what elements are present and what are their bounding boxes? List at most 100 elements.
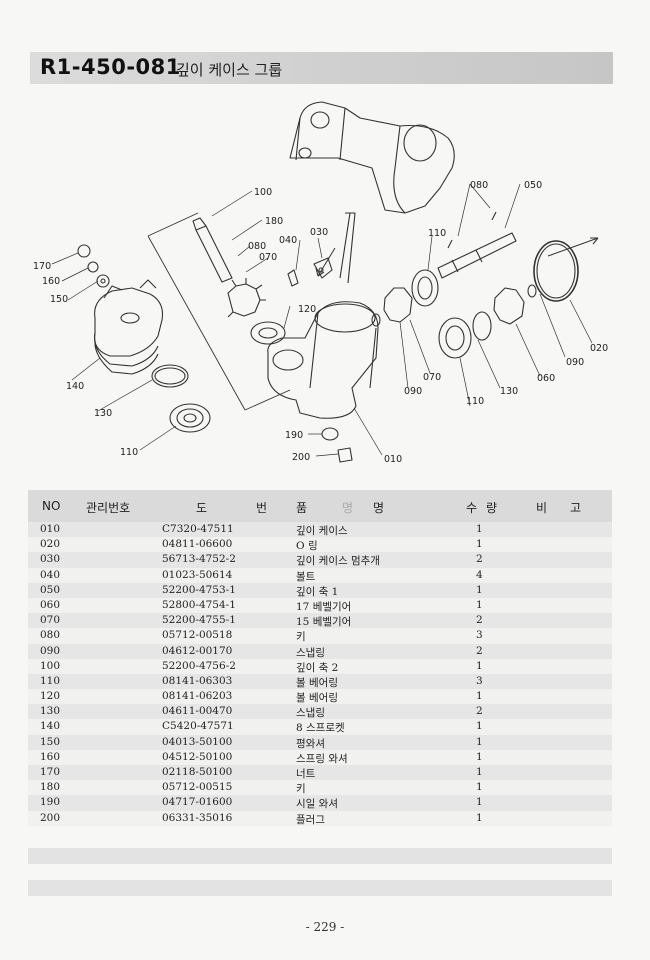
callout-label: 190 — [285, 430, 303, 441]
part-name-cell: 깊이 축 1 — [296, 585, 339, 598]
callout-label: 110 — [120, 447, 138, 458]
callout-label: 060 — [537, 373, 555, 384]
callout-label: 050 — [524, 180, 542, 191]
part-name-cell: 키 — [296, 631, 306, 644]
quantity-cell: 1 — [476, 690, 483, 703]
row-no: 170 — [40, 766, 61, 778]
part-name-cell: 볼 베어링 — [296, 692, 338, 705]
row-no: 090 — [40, 644, 61, 657]
part-name-cell: 17 베벨기어 — [296, 600, 352, 613]
quantity-cell: 2 — [476, 705, 483, 718]
callout-label: 080 — [470, 180, 488, 191]
part-name-cell: 깊이 케이스 — [296, 525, 348, 537]
part-code-cell: 05712-00518 — [162, 629, 233, 642]
row-no: 200 — [40, 811, 61, 824]
callout-label: 030 — [310, 227, 328, 238]
callout-label: 010 — [384, 454, 402, 465]
part-code-cell: C7320-47511 — [162, 523, 234, 535]
row-no: 150 — [40, 735, 61, 748]
part-name-cell: 스냅링 — [296, 646, 325, 659]
row-no: 070 — [40, 614, 61, 627]
row-no: 110 — [40, 674, 61, 687]
sprocket — [94, 287, 164, 357]
row-no: 120 — [40, 690, 61, 703]
header-go: 고 — [570, 501, 582, 515]
table-row: 060 52800-4754-1 17 베벨기어 1 — [28, 597, 612, 614]
row-no: 160 — [40, 750, 61, 763]
quantity-cell: 1 — [476, 811, 483, 824]
part-name-cell: 평와셔 — [296, 737, 325, 750]
row-no: 190 — [40, 796, 61, 809]
exploded-parts-diagram: 100 180 080 070 040 030 080 050 110 170 … — [33, 101, 608, 465]
callout-label: 180 — [265, 216, 283, 227]
part-name-cell: 볼트 — [296, 570, 316, 583]
part-name-cell: 키 — [296, 783, 306, 796]
part-name-cell: 플러그 — [296, 813, 325, 826]
header-mgmt: 관리번호 — [86, 501, 131, 515]
callout-label: 070 — [423, 372, 441, 383]
callout-label: 020 — [590, 343, 608, 354]
row-no: 100 — [40, 659, 61, 672]
part-code-cell: 06331-35016 — [162, 811, 233, 824]
header-qty-a: 수 — [466, 501, 478, 515]
callout-label: 140 — [66, 381, 84, 392]
quantity-cell: 1 — [476, 750, 483, 763]
callout-label: 160 — [42, 276, 60, 287]
row-no: 040 — [40, 568, 61, 581]
row-no: 130 — [40, 705, 61, 718]
callout-label: 100 — [254, 187, 272, 198]
part-name-cell: 볼 베어링 — [296, 676, 338, 689]
callout-label: 120 — [298, 304, 316, 315]
guide-line — [147, 212, 291, 411]
blank-row — [28, 880, 612, 896]
header-beon: 번 — [256, 501, 268, 515]
header-no: NO — [42, 499, 61, 513]
part-code-cell: 04512-50100 — [162, 750, 233, 763]
part-code-cell: 56713-4752-2 — [162, 553, 236, 566]
part-code-cell: 52200-4753-1 — [162, 583, 236, 596]
callout-label: 070 — [259, 252, 277, 263]
part-code-cell: 52800-4754-1 — [162, 598, 236, 611]
header-myeong-a: 명 — [342, 501, 354, 515]
part-name-cell: 15 베벨기어 — [296, 616, 352, 629]
part-code-cell: 08141-06203 — [162, 690, 233, 703]
quantity-cell: 1 — [476, 583, 483, 596]
part-name-cell: O 링 — [296, 540, 318, 553]
lower-housing — [267, 301, 379, 419]
part-code-cell: 52200-4755-1 — [162, 614, 236, 627]
callout-label: 170 — [33, 261, 51, 272]
quantity-cell: 1 — [476, 720, 483, 733]
part-code-cell: 04717-01600 — [162, 796, 233, 809]
row-no: 080 — [40, 629, 61, 642]
callout-label: 130 — [94, 408, 112, 419]
header-qty-b: 량 — [486, 501, 498, 515]
part-code-cell: 52200-4756-2 — [162, 659, 236, 672]
header-do: 도 — [196, 501, 208, 515]
callout-label: 110 — [466, 396, 484, 407]
callout-labels: 100 180 080 070 040 030 080 050 110 170 … — [33, 180, 608, 465]
quantity-cell: 1 — [476, 598, 483, 611]
callout-label: 130 — [500, 386, 518, 397]
part-name-cell: 깊이 케이스 멈추개 — [296, 555, 380, 568]
part-name-cell: 너트 — [296, 768, 316, 780]
callout-label: 090 — [404, 386, 422, 397]
part-name-cell: 깊이 축 2 — [296, 661, 339, 674]
row-no: 060 — [40, 598, 61, 611]
quantity-cell: 1 — [476, 781, 483, 794]
quantity-cell: 1 — [476, 796, 483, 809]
quantity-cell: 1 — [476, 766, 483, 778]
part-code-cell: C5420-47571 — [162, 720, 234, 733]
part-code-cell: 05712-00515 — [162, 781, 233, 794]
quantity-cell: 1 — [476, 538, 483, 551]
row-no: 020 — [40, 538, 61, 551]
